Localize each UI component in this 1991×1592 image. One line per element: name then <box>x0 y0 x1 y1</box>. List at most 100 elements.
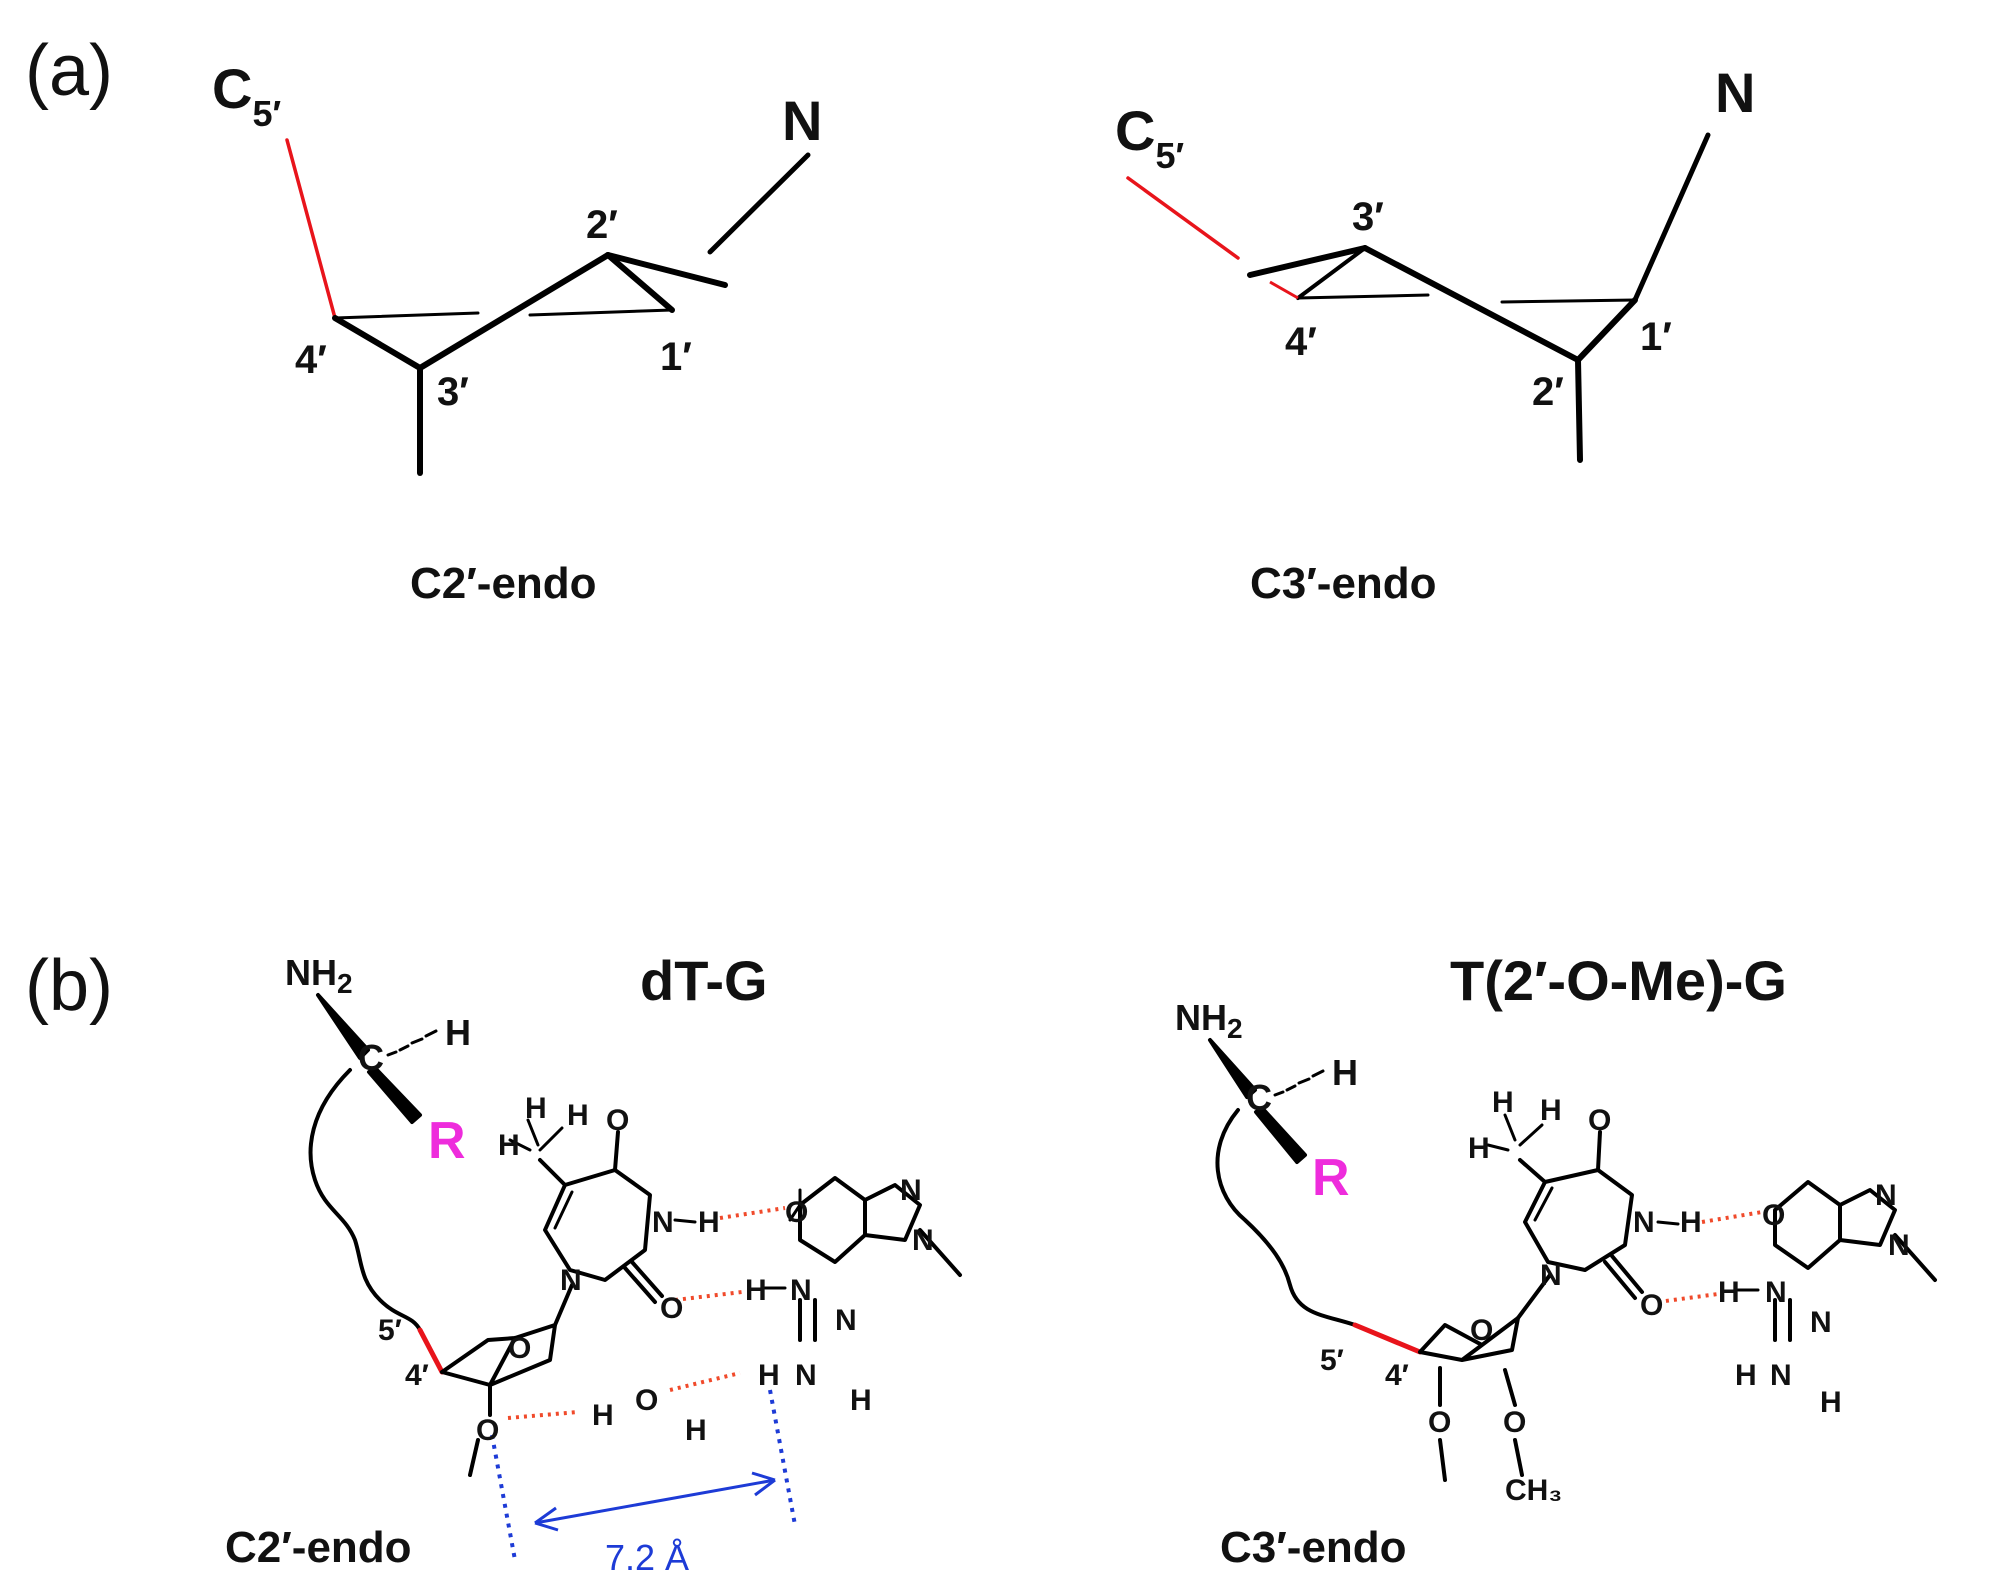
stereo-c-label: C <box>1246 1077 1272 1118</box>
n-glycosidic-bond <box>707 152 811 255</box>
hbond-water-nh <box>669 1371 741 1392</box>
thymine-ring <box>1523 1168 1634 1272</box>
o-methyl <box>468 1438 480 1477</box>
wedge-r <box>1254 1106 1307 1164</box>
atom-3-label: 3′ <box>437 370 469 414</box>
ring-bond-1-o <box>605 252 728 288</box>
four-prime-label: 4′ <box>1385 1359 1409 1392</box>
title-dt-g: dT-G <box>640 949 768 1012</box>
guanine-c2-n2 <box>798 1298 817 1342</box>
guanine-five-ring <box>863 1183 922 1242</box>
water-h2-label: H <box>685 1414 707 1447</box>
thymine-c4-o <box>1596 1130 1602 1172</box>
arrowhead-left <box>534 1506 559 1532</box>
c5-c4-bond <box>417 1327 445 1375</box>
n3-h <box>1656 1220 1680 1226</box>
sugar-ring <box>440 1323 557 1387</box>
wedge-nh2 <box>1208 1038 1257 1099</box>
n3-h-label: H <box>1680 1206 1702 1239</box>
n-label: N <box>1715 61 1755 124</box>
atom-4-label: 4′ <box>1285 320 1317 364</box>
hbond-o-water <box>507 1410 579 1420</box>
o-methyl-right <box>1513 1438 1524 1477</box>
stereo-c-label: C <box>358 1037 384 1078</box>
t-ome-g-structure <box>1208 1038 1937 1482</box>
c3-o-label: O <box>1428 1406 1451 1439</box>
t-ome-g-hydrogen-bonds <box>1657 1210 1763 1304</box>
methyl-h1-label: H <box>1468 1132 1490 1165</box>
wedge-r <box>367 1066 422 1124</box>
c5-label: C5′ <box>1115 99 1184 176</box>
methyl-h3-label: H <box>1540 1094 1562 1127</box>
n3-label: N <box>1633 1206 1655 1239</box>
guanine-o6-label: O <box>785 1196 808 1229</box>
ring-back-left <box>333 311 480 320</box>
caption-b-c2-endo: C2′-endo <box>225 1523 412 1572</box>
atom-1-label: 1′ <box>660 335 692 379</box>
ring-back-left <box>1296 293 1430 300</box>
c2-o <box>1503 1368 1517 1407</box>
r-group-label: R <box>428 1112 466 1170</box>
h-label: H <box>1332 1052 1358 1093</box>
guanine-n2h2-label: H <box>1820 1386 1842 1419</box>
five-prime-label: 5′ <box>378 1314 402 1347</box>
hbond-nh-o <box>1701 1210 1763 1224</box>
atom-2-label: 2′ <box>1532 370 1564 414</box>
n-thymine-label: N <box>560 1264 582 1297</box>
sugar-ring <box>1418 1316 1520 1362</box>
arrowhead-right <box>751 1471 776 1497</box>
thymine-o4-label: O <box>606 1104 629 1137</box>
ring-bond-4-3 <box>332 315 423 371</box>
thymine-o2-label: O <box>660 1292 683 1325</box>
n3-h-label: H <box>698 1206 720 1239</box>
ring-bond-2-1 <box>605 252 675 313</box>
ring-bond-4-o <box>1296 246 1367 300</box>
guanine-n2h2-label: H <box>850 1384 872 1417</box>
thymine-c2-o <box>1603 1254 1644 1300</box>
o-methyl-left <box>1438 1438 1447 1482</box>
hash-h <box>1273 1069 1325 1097</box>
guanine-n7-label: N <box>1875 1179 1897 1212</box>
distance-guide-right <box>768 1389 797 1526</box>
thymine-c5c6-double <box>553 1190 574 1230</box>
sugar-o-label: O <box>508 1332 531 1365</box>
guanine-n9-methyl <box>918 1228 962 1277</box>
atom-1-label: 1′ <box>1640 315 1672 359</box>
c5-bond <box>1126 176 1240 260</box>
guanine-n7-label: N <box>900 1174 922 1207</box>
sugar-o-label: O <box>1470 1314 1493 1347</box>
guanine-n2h-label: H <box>758 1359 780 1392</box>
c1-n1-bond <box>1516 1273 1552 1320</box>
guanine-n3-label: N <box>1810 1306 1832 1339</box>
c3-o-label: O <box>476 1414 499 1447</box>
thymine-c2-o <box>623 1260 664 1304</box>
title-t-2-o-me-g: T(2′-O-Me)-G <box>1450 949 1787 1012</box>
distance-label: 7.2 Å <box>605 1537 689 1578</box>
four-prime-label: 4′ <box>405 1359 429 1392</box>
guanine-n9-methyl <box>1893 1233 1937 1282</box>
ring-back-right <box>528 308 674 317</box>
methyl-h3-label: H <box>567 1099 589 1132</box>
nh2-label: NH2 <box>285 952 353 999</box>
panel-b-label: (b) <box>25 946 113 1026</box>
panel-a-label: (a) <box>25 31 113 111</box>
caption-b-c3-endo: C3′-endo <box>1220 1523 1407 1572</box>
sugar-c3-endo <box>1126 132 1711 463</box>
linker-chain <box>1215 1108 1357 1327</box>
ring-bond-3-2 <box>1362 245 1581 363</box>
thymine-c4-o <box>613 1130 620 1172</box>
h-label: H <box>445 1012 471 1053</box>
guanine-n1h-label: H <box>745 1274 767 1307</box>
linker-chain <box>308 1068 422 1332</box>
caption-c3-endo: C3′-endo <box>1250 559 1437 608</box>
ring-bond-2-1 <box>1575 297 1638 363</box>
ch3-label: CH₃ <box>1505 1474 1562 1507</box>
n-glycosidic-bond <box>1632 132 1711 303</box>
distance-marker <box>490 1389 797 1561</box>
thymine-c5c6-double <box>1533 1186 1554 1222</box>
c2-o-label: O <box>1503 1406 1526 1439</box>
c1-n1-bond <box>553 1283 574 1327</box>
c2-substituent <box>1575 357 1583 463</box>
